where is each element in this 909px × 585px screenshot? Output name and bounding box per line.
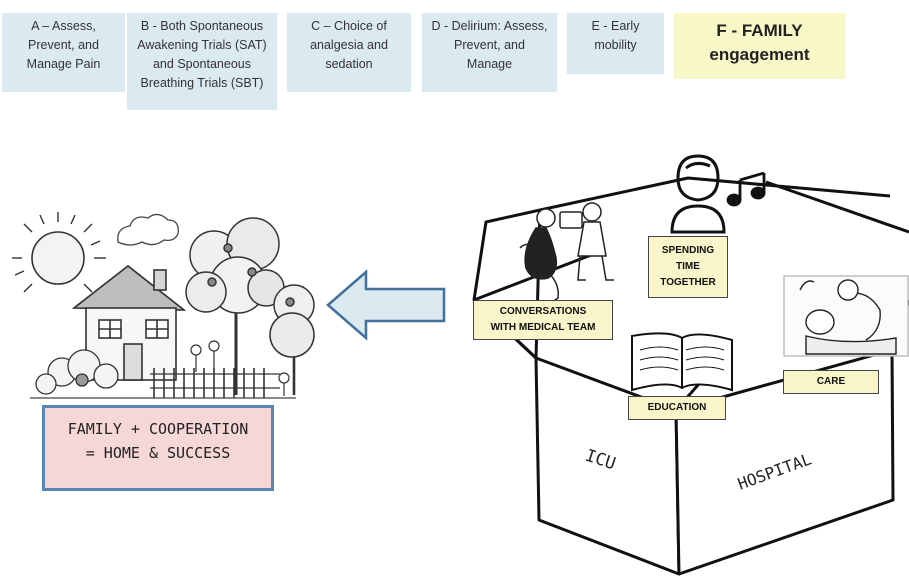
caption-line-2: = HOME & SUCCESS bbox=[85, 444, 231, 462]
open-book-icon bbox=[631, 332, 733, 392]
step-f-box: F - FAMILY engagement bbox=[674, 13, 845, 79]
step-b-line-3: and Spontaneous bbox=[152, 57, 251, 71]
step-b-line-2: Awakening Trials (SAT) bbox=[137, 38, 267, 52]
house-sketch bbox=[71, 264, 187, 381]
step-d-line-3: Manage bbox=[466, 57, 513, 71]
step-f-line-1: F - FAMILY bbox=[716, 21, 803, 40]
conversations-line-2: WITH MEDICAL TEAM bbox=[490, 322, 596, 333]
step-c-box: C – Choice of analgesia and sedation bbox=[287, 13, 411, 92]
bushes-sketch bbox=[35, 349, 119, 395]
care-sketch bbox=[783, 275, 909, 357]
sun-sketch bbox=[12, 212, 106, 293]
conversation-sketch bbox=[519, 202, 614, 303]
step-c-line-2: analgesia and bbox=[310, 38, 388, 52]
step-e-box: E - Early mobility bbox=[567, 13, 664, 74]
left-arrow bbox=[326, 269, 446, 341]
care-label: CARE bbox=[783, 370, 879, 394]
education-text: EDUCATION bbox=[647, 402, 707, 413]
music-note-icon bbox=[726, 171, 766, 207]
person-icon bbox=[670, 154, 726, 234]
step-e-line-2: mobility bbox=[594, 38, 637, 52]
tree-sketch-left bbox=[185, 217, 285, 395]
spending-time-line-2: TIME bbox=[676, 261, 700, 272]
step-d-box: D - Delirium: Assess, Prevent, and Manag… bbox=[422, 13, 557, 92]
cloud-sketch bbox=[117, 213, 179, 246]
caption-line-1: FAMILY + COOPERATION bbox=[67, 420, 249, 438]
care-text: CARE bbox=[816, 376, 846, 387]
spending-time-line-1: SPENDING bbox=[661, 245, 715, 256]
spending-time-line-3: TOGETHER bbox=[660, 277, 716, 288]
flowers-sketch bbox=[190, 340, 290, 396]
step-d-line-2: Prevent, and bbox=[454, 38, 525, 52]
spending-time-label: SPENDING TIME TOGETHER bbox=[648, 236, 728, 298]
step-b-line-4: Breathing Trials (SBT) bbox=[140, 76, 264, 90]
step-d-line-1: D - Delirium: Assess, bbox=[431, 19, 548, 33]
education-label: EDUCATION bbox=[628, 396, 726, 420]
tree-sketch-right bbox=[269, 284, 315, 395]
step-a-line-2: Prevent, and bbox=[28, 38, 99, 52]
step-c-line-3: sedation bbox=[325, 57, 373, 71]
step-c-line-1: C – Choice of bbox=[311, 19, 387, 33]
conversations-line-1: CONVERSATIONS bbox=[499, 306, 587, 317]
step-a-box: A – Assess, Prevent, and Manage Pain bbox=[2, 13, 125, 92]
conversations-label: CONVERSATIONS WITH MEDICAL TEAM bbox=[473, 300, 613, 340]
open-box bbox=[472, 176, 909, 576]
step-a-line-3: Manage Pain bbox=[26, 57, 101, 71]
fence-sketch bbox=[150, 368, 280, 398]
step-e-line-1: E - Early bbox=[591, 19, 640, 33]
step-b-line-1: B - Both Spontaneous bbox=[140, 19, 264, 33]
step-a-line-1: A – Assess, bbox=[31, 19, 96, 33]
step-f-line-2: engagement bbox=[709, 45, 810, 64]
step-b-box: B - Both Spontaneous Awakening Trials (S… bbox=[127, 13, 277, 110]
family-cooperation-caption: FAMILY + COOPERATION = HOME & SUCCESS bbox=[42, 405, 274, 491]
